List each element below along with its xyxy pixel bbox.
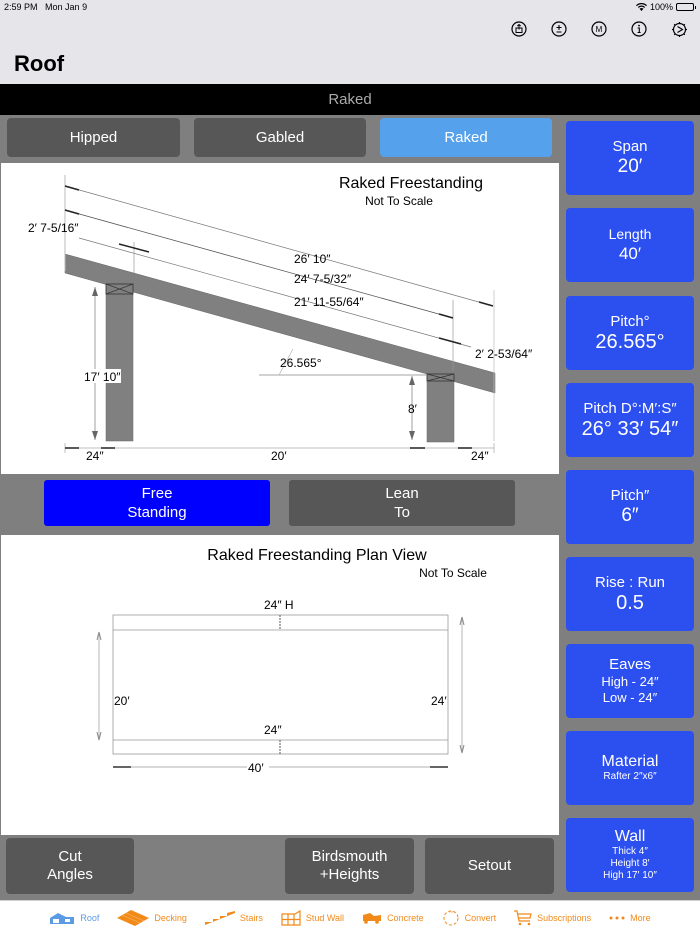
concrete-mixer-icon (363, 912, 382, 924)
tab-decking[interactable]: Decking (108, 909, 196, 926)
length-button[interactable]: Length 40′ (566, 208, 694, 282)
setout-button[interactable]: Setout (425, 838, 554, 894)
battery-icon (676, 3, 696, 11)
tab-subscriptions[interactable]: Subscriptions (505, 909, 600, 926)
tab-bar: Roof Decking Stairs Stud Wall Concrete m… (0, 900, 700, 934)
segment-title-bar: Raked (0, 84, 700, 115)
free-standing-button[interactable]: Free Standing (44, 480, 270, 526)
convert-icon: m (443, 909, 459, 925)
page-title: Roof (14, 51, 65, 76)
dim-right-overhang: 2′ 2-53/64″ (475, 347, 533, 361)
hipped-button[interactable]: Hipped (7, 118, 180, 157)
stairs-icon (204, 910, 235, 925)
wifi-icon (635, 3, 647, 11)
more-icon (609, 916, 625, 919)
house-icon (50, 912, 75, 924)
dim-rafter-mid: 24′ 7-5/32″ (294, 272, 352, 286)
tab-more[interactable]: More (600, 913, 660, 923)
tab-convert[interactable]: m Convert (433, 909, 506, 927)
plan-title: Raked Freestanding Plan View (207, 547, 427, 564)
cut-angles-button[interactable]: Cut Angles (6, 838, 134, 894)
span-label: 20′ (271, 449, 287, 463)
stud-wall-icon (281, 909, 301, 926)
plan-view-diagram: Raked Freestanding Plan View Not To Scal… (1, 535, 559, 835)
elevation-subtitle: Not To Scale (365, 194, 433, 208)
raked-button[interactable]: Raked (380, 118, 552, 157)
birdsmouth-heights-button[interactable]: Birdsmouth +Heights (285, 838, 414, 894)
svg-text:m: m (449, 909, 453, 914)
plan-top-eave: 24″ H (264, 598, 294, 612)
plan-left-dim: 20′ (114, 694, 130, 708)
pitch-inches-button[interactable]: Pitch″ 6″ (566, 470, 694, 544)
status-bar: 2:59 PM Mon Jan 9 100% (0, 0, 700, 16)
lean-to-button[interactable]: Lean To (289, 480, 515, 526)
wall-button[interactable]: Wall Thick 4″ Height 8′ High 17′ 10″ (566, 818, 694, 892)
svg-text:M: M (596, 25, 603, 34)
rise-run-button[interactable]: Rise : Run 0.5 (566, 557, 694, 631)
angle-label: 26.565° (280, 356, 322, 370)
share-icon[interactable] (510, 20, 528, 38)
tab-stud-wall[interactable]: Stud Wall (272, 909, 353, 926)
tab-roof[interactable]: Roof (40, 912, 108, 924)
pitch-dms-button[interactable]: Pitch D°:M′:S″ 26° 33′ 54″ (566, 383, 694, 457)
gabled-button[interactable]: Gabled (194, 118, 366, 157)
nav-toolbar: M (510, 20, 688, 38)
plan-right-dim: 24′ (431, 694, 447, 708)
cart-icon (514, 909, 532, 925)
span-button[interactable]: Span 20′ (566, 121, 694, 195)
decking-icon (117, 909, 150, 926)
material-button[interactable]: Material Rafter 2″x6″ (566, 731, 694, 805)
plan-length: 40′ (248, 761, 264, 775)
plan-bottom-eave: 24″ (264, 723, 282, 737)
plus-minus-icon[interactable] (550, 20, 568, 38)
elevation-diagram: Raked Freestanding Not To Scale 2′ 7-5/1… (1, 163, 559, 474)
battery-percent: 100% (649, 2, 673, 12)
dim-left-overhang: 2′ 7-5/16″ (28, 221, 79, 235)
high-wall-label: 17′ 10″ (84, 370, 121, 384)
metric-icon[interactable]: M (590, 20, 608, 38)
settings-play-icon[interactable] (670, 20, 688, 38)
info-icon[interactable] (630, 20, 648, 38)
low-wall-label: 8′ (408, 402, 418, 416)
elevation-title: Raked Freestanding (339, 175, 483, 192)
dim-rafter-inner: 21′ 11-55/64″ (294, 295, 364, 309)
tab-concrete[interactable]: Concrete (353, 912, 433, 924)
eaves-button[interactable]: Eaves High - 24″ Low - 24″ (566, 644, 694, 718)
status-right: 100% (635, 2, 696, 12)
tab-stairs[interactable]: Stairs (196, 910, 272, 925)
status-time: 2:59 PM Mon Jan 9 (4, 2, 88, 12)
plan-subtitle: Not To Scale (419, 566, 487, 580)
right-eave-label: 24″ (471, 449, 489, 463)
pitch-degrees-button[interactable]: Pitch° 26.565° (566, 296, 694, 370)
dim-rafter-total: 26′ 10″ (294, 252, 331, 266)
left-eave-label: 24″ (86, 449, 104, 463)
